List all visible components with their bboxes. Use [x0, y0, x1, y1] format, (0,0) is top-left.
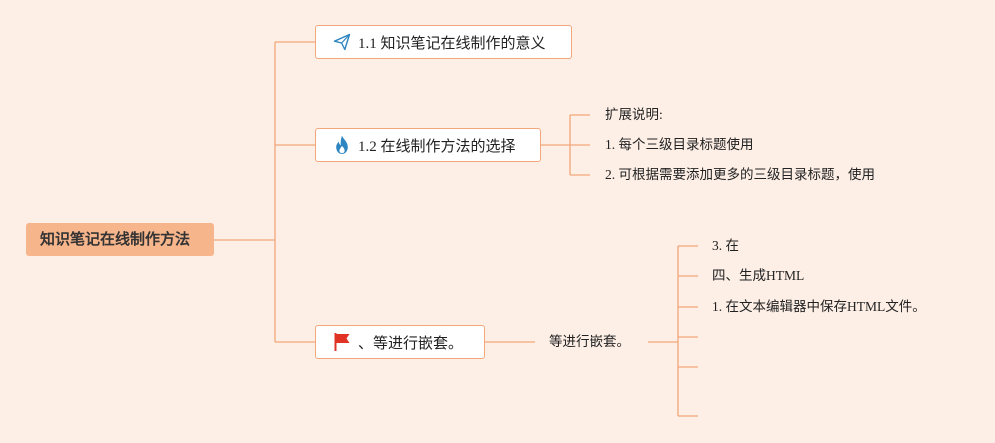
note-item-1[interactable]: 1. 每个三级目录标题使用 [605, 137, 754, 152]
sub-item-1[interactable]: 3. 在 [712, 238, 739, 253]
root-topic-label: 知识笔记在线制作方法 [40, 230, 191, 248]
sub-item-3[interactable]: 1. 在文本编辑器中保存HTML文件。 [712, 299, 926, 314]
flame-icon [332, 135, 352, 155]
red-flag-icon [332, 332, 352, 352]
topic-method-choice-label: 1.2 在线制作方法的选择 [358, 138, 516, 155]
note-expand-heading[interactable]: 扩展说明: [605, 107, 663, 122]
root-topic[interactable]: 知识笔记在线制作方法 [26, 223, 214, 256]
topic-nesting-label: 、等进行嵌套。 [358, 335, 464, 352]
subtopic-nesting[interactable]: 等进行嵌套。 [549, 334, 630, 349]
paper-plane-icon [332, 32, 352, 52]
sub-item-2[interactable]: 四、生成HTML [712, 268, 805, 283]
topic-significance[interactable]: 1.1 知识笔记在线制作的意义 [315, 25, 572, 59]
topic-significance-label: 1.1 知识笔记在线制作的意义 [358, 35, 546, 52]
topic-method-choice[interactable]: 1.2 在线制作方法的选择 [315, 128, 541, 162]
topic-nesting[interactable]: 、等进行嵌套。 [315, 325, 485, 359]
note-item-2[interactable]: 2. 可根据需要添加更多的三级目录标题，使用 [605, 167, 875, 182]
